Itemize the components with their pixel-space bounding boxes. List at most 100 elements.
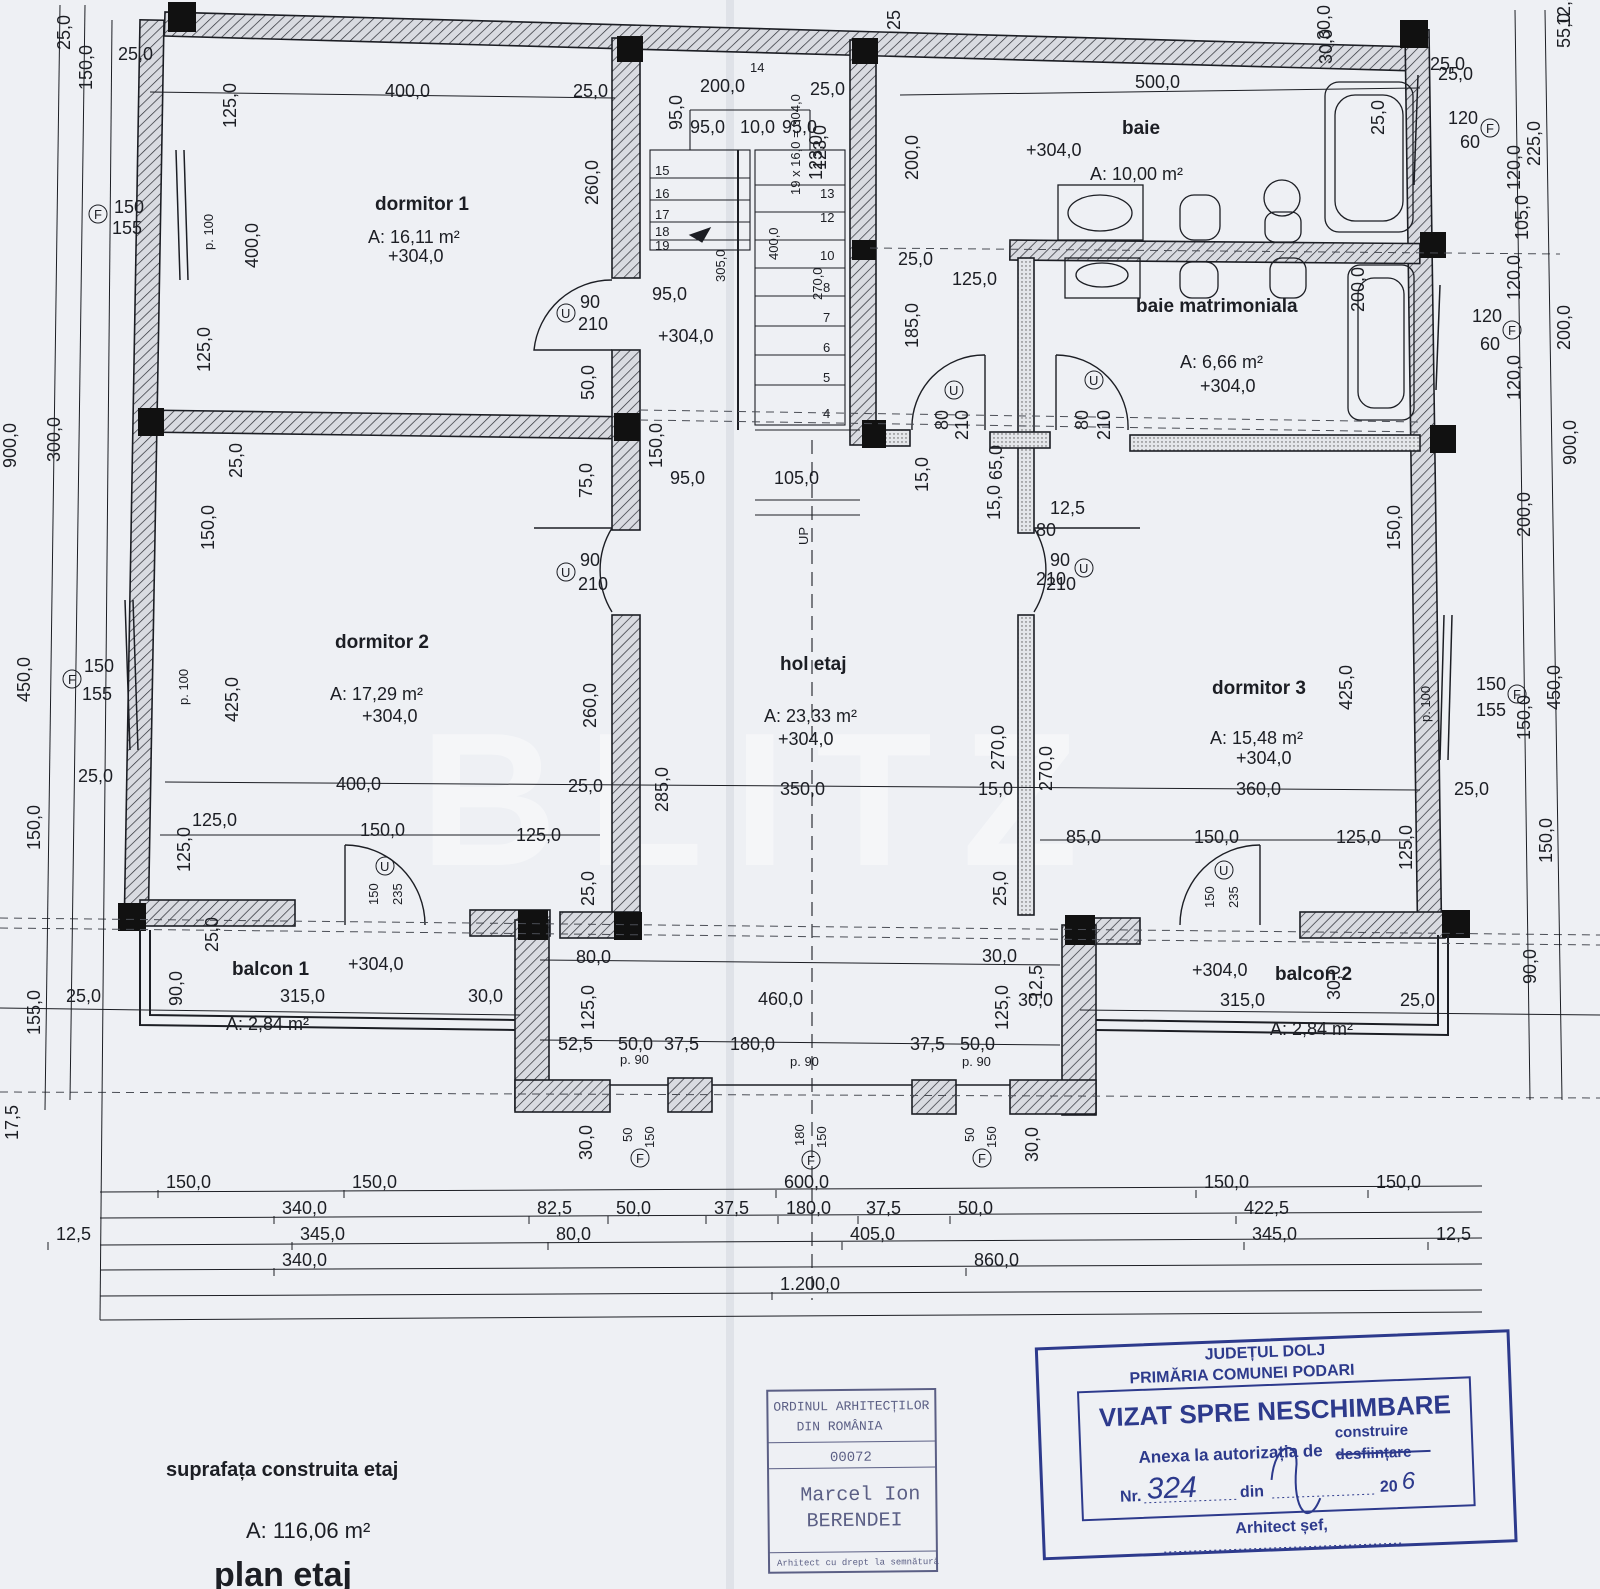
balcon1-outline <box>139 930 516 1031</box>
approval-stamp-county: JUDEȚUL DOLJ <box>1204 1342 1325 1364</box>
room-name-dormitor2: dormitor 2 <box>335 632 429 653</box>
window-tag-front3: F 50 150 p. 90 <box>962 1054 999 1168</box>
dimension-label: 30,0 <box>1324 965 1344 1000</box>
room-name-baie: baie <box>1122 118 1160 139</box>
svg-text:p. 100: p. 100 <box>201 214 216 250</box>
toilet-baiem <box>1269 257 1307 299</box>
svg-text:p. 90: p. 90 <box>620 1052 649 1067</box>
svg-text:210: 210 <box>578 314 608 334</box>
dimension-label: 125,0 <box>194 327 214 372</box>
approval-stamp-signer: Arhitect șef, <box>1235 1517 1328 1538</box>
dimension-label: 225,0 <box>1524 121 1544 166</box>
svg-text:150: 150 <box>84 656 114 676</box>
window-tag-dorm3: F 150 155 p. 100 <box>1418 674 1527 722</box>
window-glazing <box>132 599 139 751</box>
level-balcon1: +304,0 <box>348 954 404 974</box>
level-baie: +304,0 <box>1026 140 1082 160</box>
dimension-label: 30,0 <box>1018 990 1053 1010</box>
bottom-dimension-label: 37,5 <box>714 1198 749 1218</box>
svg-text:F: F <box>636 1151 644 1166</box>
dimension-label: 120,0 <box>1504 255 1524 300</box>
bottom-dimension-label: 422,5 <box>1244 1198 1289 1218</box>
dimension-label: 75,0 <box>576 463 596 498</box>
dimension-label: 260,0 <box>582 160 602 205</box>
dashed-lines <box>0 247 1600 1099</box>
dimension-label: 315,0 <box>1220 990 1265 1010</box>
partition-hol-baiem <box>1017 257 1035 534</box>
bathtub-baiem <box>1347 264 1415 421</box>
dimension-label: 80,0 <box>576 947 611 967</box>
bathtub-baie <box>1324 81 1414 233</box>
dimension-label: 900,0 <box>0 423 20 468</box>
dimension-label: 150,0 <box>1514 695 1534 740</box>
dimension-label: 400,0 <box>385 81 430 101</box>
dimension-label: 150,0 <box>1384 505 1404 550</box>
stair-step-number: 16 <box>655 186 669 201</box>
dimension-label: 80 <box>1036 520 1056 540</box>
dimension-label: 30,0 <box>1022 1127 1042 1162</box>
stair-step-number: 10 <box>820 248 834 263</box>
svg-text:150: 150 <box>114 197 144 217</box>
svg-text:90: 90 <box>580 292 600 312</box>
drawing-title: plan etaj <box>214 1556 352 1589</box>
svg-text:U: U <box>380 859 389 874</box>
dimension-label: 25,0 <box>568 776 603 796</box>
dimension-label: 25,0 <box>78 766 113 786</box>
dimension-label: 25,0 <box>1430 54 1465 74</box>
dimension-label: 460,0 <box>758 989 803 1009</box>
bottom-dimension-label: 150,0 <box>1376 1172 1421 1192</box>
dimension-label: 150,0 <box>76 45 96 90</box>
svg-text:235: 235 <box>1226 886 1241 908</box>
bottom-dimension-label: 12,5 <box>56 1224 91 1244</box>
architect-stamp-org2: DIN ROMÂNIA <box>797 1419 883 1435</box>
level-dormitor1: +304,0 <box>388 246 444 266</box>
door-swing-dorm3 <box>1033 527 1047 613</box>
wall-bay-bottom-3 <box>911 1079 957 1115</box>
column <box>138 408 164 436</box>
walls <box>123 11 1446 1116</box>
svg-text:F: F <box>1486 121 1494 136</box>
dimension-label: 125,0 <box>220 83 240 128</box>
dimension-label: 120,0 <box>1504 355 1524 400</box>
room-name-dormitor1: dormitor 1 <box>375 194 469 215</box>
dimension-label: 125,0 <box>1396 825 1416 870</box>
dimension-label: 30,0 <box>982 946 1017 966</box>
svg-text:90: 90 <box>580 550 600 570</box>
dimension-label: 10,0 <box>740 117 775 137</box>
bottom-dimension-label: 150,0 <box>1204 1172 1249 1192</box>
balcon2-outline-inner <box>1095 935 1439 1027</box>
wall-stair-west-upper <box>611 37 641 279</box>
level-dormitor2: +304,0 <box>362 706 418 726</box>
opening-tags: U 90 210 U 90 210 U 90 210 U 80 210 U 80… <box>62 108 1527 1170</box>
approval-stamp-din-label: din <box>1240 1483 1265 1501</box>
svg-text:150: 150 <box>984 1126 999 1148</box>
dimension-label: 125,0 <box>174 827 194 872</box>
toilet-bowl-baie <box>1264 211 1302 243</box>
stair-dim: 19 x 16,0 = 304,0 <box>788 94 803 195</box>
dimension-label: 55,0 <box>1554 13 1574 48</box>
svg-text:U: U <box>1219 863 1228 878</box>
architect-stamp: ORDINUL ARHITECȚILOR DIN ROMÂNIA 00072 M… <box>766 1388 940 1574</box>
bathtub-baiem-inner <box>1357 277 1405 409</box>
stair-dim: 270,0 <box>810 267 825 300</box>
svg-text:60: 60 <box>1460 132 1480 152</box>
dimension-label: 200,0 <box>1348 267 1368 312</box>
staircase <box>649 109 860 1300</box>
dimension-label: 200,0 <box>1514 492 1534 537</box>
dimension-label: 150,0 <box>1194 827 1239 847</box>
column <box>614 912 642 940</box>
svg-text:50: 50 <box>962 1128 977 1142</box>
dimension-label: 25,0 <box>1454 779 1489 799</box>
door-swing-baie <box>911 354 986 431</box>
door-swing-balcon1 <box>344 844 426 926</box>
svg-text:150: 150 <box>1476 674 1506 694</box>
column <box>1420 232 1446 258</box>
dimension-label: 25,0 <box>1438 64 1473 84</box>
stair-step-number: 18 <box>655 224 669 239</box>
dimension-label: 37,5 <box>664 1034 699 1054</box>
door-tag-balcon2: U 150 235 <box>1202 860 1241 908</box>
partition-hol-top-b <box>989 431 1051 449</box>
svg-text:50: 50 <box>620 1128 635 1142</box>
column <box>1065 915 1095 945</box>
